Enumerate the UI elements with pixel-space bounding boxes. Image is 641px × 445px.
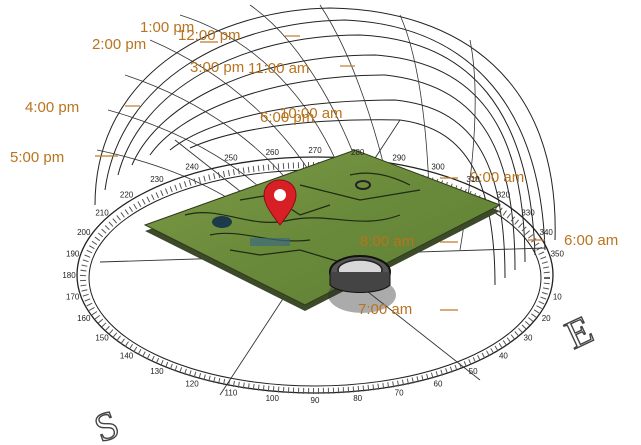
degree-mark-label: 280 <box>351 148 365 157</box>
degree-mark-label: 230 <box>150 175 164 184</box>
degree-mark-label: 80 <box>353 394 362 403</box>
degree-mark-label: 330 <box>521 209 535 218</box>
compass-south-letter: S <box>88 401 124 445</box>
degree-mark-label: 290 <box>392 154 406 163</box>
degree-mark-label: 100 <box>266 394 280 403</box>
degree-mark-label: 300 <box>431 163 445 172</box>
degree-mark-label: 340 <box>540 228 554 237</box>
label-3pm: 3:00 pm <box>190 59 244 76</box>
label-9am: 9:00 am <box>470 169 524 186</box>
degree-mark-label: 320 <box>497 191 511 200</box>
label-10am: 10:00 am <box>280 105 343 122</box>
terrain-map <box>143 149 502 311</box>
hour-labels: 1:00 pm 2:00 pm 3:00 pm 4:00 pm 5:00 pm … <box>10 19 618 318</box>
degree-mark-label: 180 <box>62 271 76 280</box>
label-6pm: 6:00 pm <box>260 109 314 126</box>
compass-east-letter: E <box>558 307 599 358</box>
label-11am: 11:00 am <box>248 60 309 77</box>
stadium-model <box>328 255 396 313</box>
degree-mark-label: 30 <box>524 334 533 343</box>
label-12pm: 12:00 pm <box>178 27 241 44</box>
label-2pm: 2:00 pm <box>92 36 146 53</box>
degree-mark-label: 160 <box>77 314 91 323</box>
degree-mark-label: 20 <box>542 314 551 323</box>
degree-mark-label: 90 <box>311 396 320 405</box>
degree-mark-label: 120 <box>185 379 199 388</box>
degree-mark-label: 140 <box>120 351 134 360</box>
label-4pm: 4:00 pm <box>25 99 79 116</box>
degree-mark-label: 130 <box>150 367 164 376</box>
degree-mark-label: 240 <box>185 163 199 172</box>
degree-mark-label: 50 <box>469 367 478 376</box>
degree-mark-label: 210 <box>95 209 109 218</box>
label-1pm: 1:00 pm <box>140 19 194 36</box>
degree-mark-label: 190 <box>66 249 80 258</box>
location-pin-icon <box>263 179 297 226</box>
degree-mark-label: 260 <box>266 148 280 157</box>
degree-mark-label: 60 <box>434 379 443 388</box>
dome-meridians <box>94 7 556 286</box>
degree-mark-label: 250 <box>224 154 238 163</box>
degree-mark-label: 10 <box>553 293 562 302</box>
label-7am: 7:00 am <box>358 301 412 318</box>
label-6am: 6:00 am <box>564 232 618 249</box>
degree-mark-label: 270 <box>308 146 322 155</box>
degree-mark-label: 170 <box>66 293 80 302</box>
degree-mark-label: 150 <box>95 334 109 343</box>
label-8am: 8:00 am <box>360 233 414 250</box>
degree-markings: 10 20 30 40 50 60 70 80 90 100 110 120 130 140 150 160 1… <box>62 146 564 405</box>
degree-mark-label: 110 <box>225 389 238 398</box>
hour-arrows <box>95 35 545 311</box>
degree-mark-label: 40 <box>499 351 508 360</box>
degree-mark-label: 220 <box>120 191 134 200</box>
degree-mark-label: 200 <box>77 228 91 237</box>
degree-mark-label: 350 <box>551 249 565 258</box>
degree-mark-label: 310 <box>466 175 480 184</box>
degree-mark-label: 70 <box>395 389 404 398</box>
label-5pm: 5:00 pm <box>10 149 64 166</box>
